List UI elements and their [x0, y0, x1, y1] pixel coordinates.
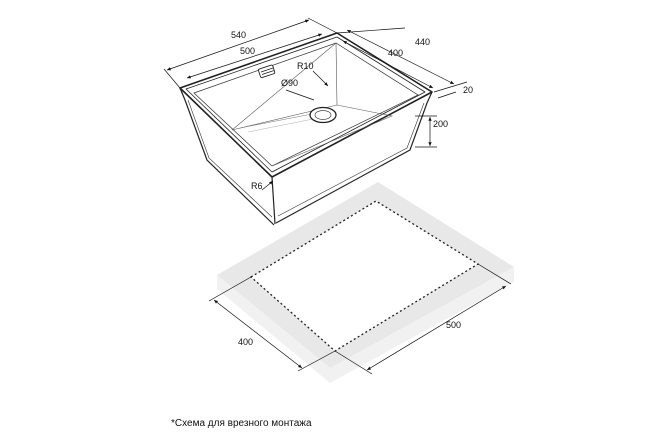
- drain-icon: [309, 106, 337, 124]
- dim-20-line: [437, 91, 457, 99]
- sink-body-right: [275, 91, 433, 224]
- sink-body-front-edge: [271, 176, 276, 225]
- dim-440-label: 440: [415, 37, 430, 47]
- cutout-dimensions: [208, 263, 512, 375]
- sink-floor-groove-2: [247, 117, 319, 133]
- installation-caption: *Схема для врезного монтажа: [171, 418, 312, 429]
- cutout-dim-500-label: 500: [446, 320, 461, 330]
- sink-body-inner-right: [277, 102, 425, 217]
- dim-400-label: 400: [388, 48, 403, 58]
- radius-bottom-label: R6: [251, 181, 263, 191]
- dim-540-label: 540: [231, 30, 246, 40]
- d90-leader: [285, 89, 315, 101]
- drain-diameter-label: Ø90: [281, 78, 298, 88]
- dim-500-line: [186, 33, 323, 79]
- dim-500-label: 500: [240, 46, 255, 56]
- countertop-slab: [217, 182, 514, 368]
- sink-body-left: [179, 87, 275, 226]
- cutout-dim-400-line: [213, 299, 303, 369]
- radius-top-label: R10: [297, 61, 314, 71]
- r6-leader: [261, 180, 274, 191]
- sink-bowl-floor: [231, 104, 394, 167]
- dim-20-label: 20: [463, 85, 473, 95]
- sink-floor-groove: [239, 113, 313, 129]
- sink-body-inner-left: [187, 99, 273, 218]
- sink-dimensions: [163, 17, 468, 191]
- cutout-dim-500-line: [366, 285, 507, 371]
- dim-200-label: 200: [433, 119, 448, 129]
- cutout-dim-400-label: 400: [238, 337, 253, 347]
- r10-leader: [312, 70, 329, 87]
- dim-400-line: [342, 40, 434, 89]
